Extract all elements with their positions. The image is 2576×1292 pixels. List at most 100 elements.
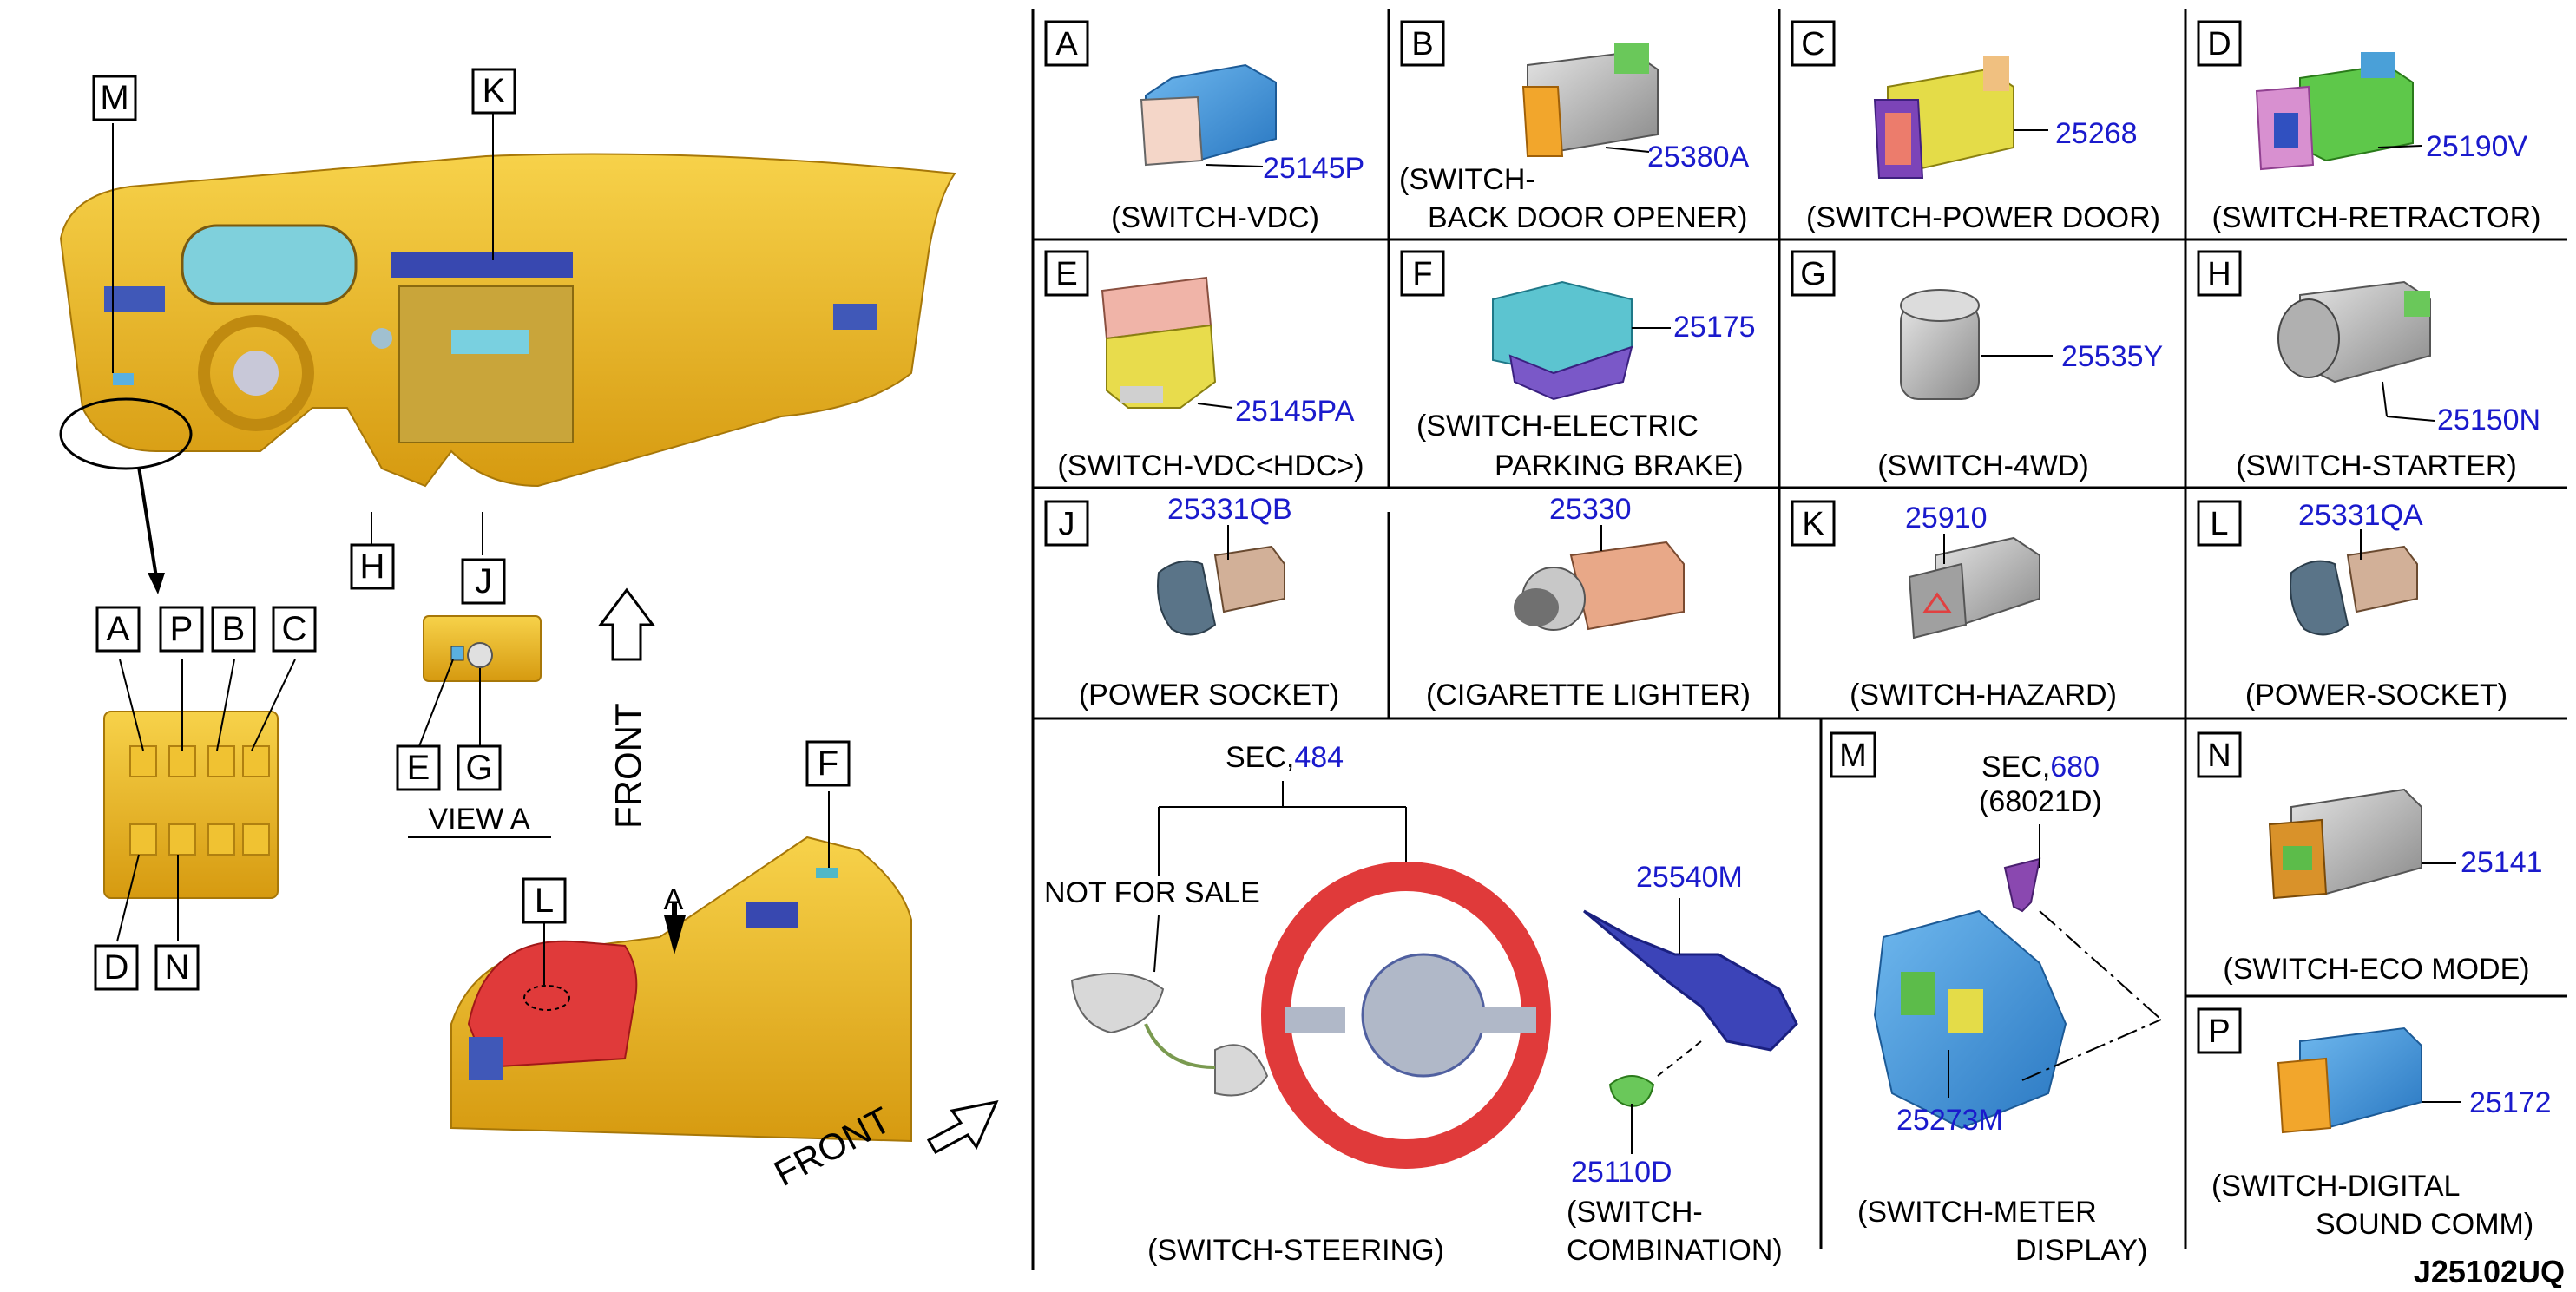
part-number-25540m[interactable]: 25540M [1636,861,1743,894]
callout-f: F [1400,250,1445,297]
combination-switch-illustration [1583,909,1798,1154]
caption-c-1: (SWITCH-POWER DOOR) [1806,201,2160,234]
overview-callout-p[interactable]: P [159,606,204,653]
dashboard-illustration [59,153,956,488]
callout-c: C [1791,20,1836,67]
svg-text:H: H [360,548,385,586]
overview-callout-m[interactable]: M [92,75,137,121]
steering-caption: (SWITCH-STEERING) [1147,1234,1444,1267]
callout-j: J [1044,500,1089,547]
part-number-25141[interactable]: 25141 [2461,846,2543,879]
switch-starter-illustration [2277,280,2431,384]
svg-text:N: N [2207,738,2231,774]
grid-lines [1031,9,2567,1270]
svg-text:C: C [1801,26,1824,62]
part-number-25172[interactable]: 25172 [2469,1086,2552,1119]
part-number-25910[interactable]: 25910 [1905,502,1988,535]
svg-text:J: J [1059,506,1075,542]
part-number-25110d[interactable]: 25110D [1571,1156,1672,1189]
svg-text:B: B [1411,26,1433,62]
svg-text:A: A [664,883,684,916]
switch-4wd-illustration [1900,289,1980,400]
part-number-25145pa[interactable]: 25145PA [1235,395,1355,428]
cell-c[interactable]: C 25268 (SWITCH-POWER DOOR) [1791,20,2160,234]
callout-e: E [1044,250,1089,297]
part-number-25273m[interactable]: 25273M [1896,1104,2003,1137]
part-number-25145p[interactable]: 25145P [1263,152,1364,185]
part-number-25330[interactable]: 25330 [1549,493,1632,526]
svg-text:A: A [107,610,130,648]
switch-power-door-illustration [1873,56,2014,179]
svg-text:P: P [170,610,194,648]
part-number-25380a[interactable]: 25380A [1647,141,1750,174]
meter-caption-2: DISPLAY) [2015,1234,2147,1267]
overview-callout-e[interactable]: E [396,744,441,791]
svg-text:FRONT: FRONT [608,703,648,829]
overview-callout-j[interactable]: J [461,558,506,605]
overview-callout-g[interactable]: G [457,744,502,791]
caption-p-1: (SWITCH-DIGITAL [2211,1170,2460,1203]
front-arrow-icon: FRONT [598,587,655,829]
svg-text:D: D [104,948,129,987]
part-number-25535y[interactable]: 25535Y [2061,340,2163,373]
meter-display-switch-illustration [1873,857,2067,1130]
overview-callout-c[interactable]: C [272,606,317,653]
svg-text:C: C [282,610,307,648]
svg-text:D: D [2207,26,2231,62]
cell-d[interactable]: D 25190V (SWITCH-RETRACTOR) [2197,20,2541,234]
caption-l-1: (POWER-SOCKET) [2245,679,2507,712]
callout-n: N [2197,731,2242,778]
caption-j-1: (POWER SOCKET) [1079,679,1339,712]
callout-k: K [1791,500,1836,547]
callout-p: P [2197,1007,2242,1054]
svg-text:H: H [2207,256,2231,292]
overview-callout-f[interactable]: F [805,740,851,787]
callout-h: H [2197,250,2242,297]
switch-vdc-hdc-illustration [1101,276,1217,409]
overview-callout-k[interactable]: K [471,68,516,115]
overview-callout-b[interactable]: B [211,606,256,653]
view-a-detail [423,615,542,682]
part-number-25331qb[interactable]: 25331QB [1167,493,1292,526]
part-number-25150n[interactable]: 25150N [2437,403,2540,436]
cell-h[interactable]: H 25150N (SWITCH-STARTER) [2197,250,2540,482]
caption-d-1: (SWITCH-RETRACTOR) [2212,201,2541,234]
part-number-25190v[interactable]: 25190V [2426,130,2528,163]
switch-retractor-illustration [2255,52,2414,171]
switch-panel-highlight [59,397,193,470]
overview-callout-n[interactable]: N [154,944,200,991]
part-number-25331qa[interactable]: 25331QA [2298,499,2423,532]
caption-h-1: (SWITCH-STARTER) [2236,449,2517,482]
svg-text:M: M [1839,738,1867,774]
svg-text:J: J [475,562,492,600]
svg-text:E: E [1055,256,1077,292]
cell-j[interactable]: J 25331QB (POWER SOCKET) [1044,493,1339,712]
steering-sec-ref[interactable]: SEC,484 [1226,741,1344,774]
svg-text:P: P [2208,1013,2230,1050]
part-number-25268[interactable]: 25268 [2055,117,2138,150]
overview-callout-l[interactable]: L [522,877,567,924]
overview-callout-d[interactable]: D [94,944,139,991]
overview-callout-a[interactable]: A [95,606,141,653]
callout-m-grid: M [1830,731,1876,778]
svg-text:G: G [1800,256,1826,292]
cell-cig[interactable]: 25330 (CIGARETTE LIGHTER) [1426,493,1751,712]
overview-callout-h[interactable]: H [350,543,395,590]
part-number-25175[interactable]: 25175 [1673,311,1756,344]
leader-lines [1197,129,2461,1103]
meter-sec-ref[interactable]: SEC,680 [1981,751,2100,784]
power-socket-illustration [1157,545,1285,636]
switch-hazard-illustration [1908,536,2040,639]
caption-cig-1: (CIGARETTE LIGHTER) [1426,679,1751,712]
